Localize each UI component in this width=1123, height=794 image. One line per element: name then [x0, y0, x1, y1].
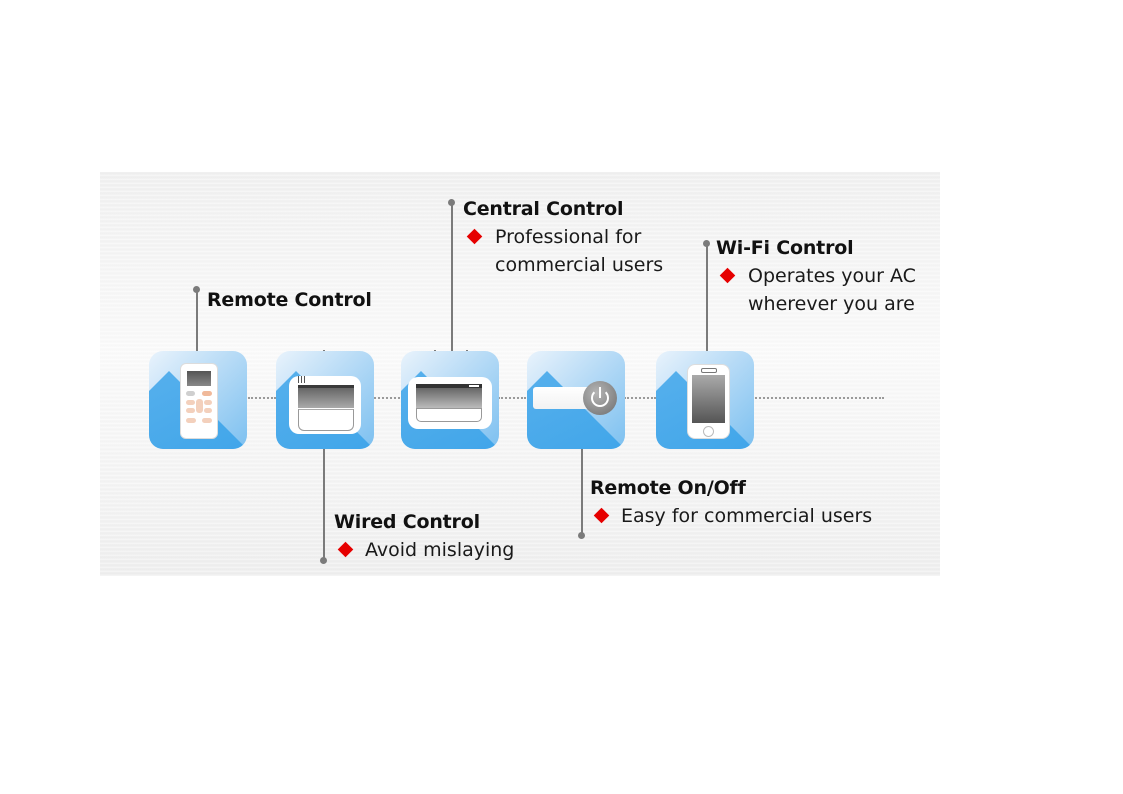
leader-line-wired — [323, 350, 325, 560]
central-control-label: Central Control — [463, 198, 624, 220]
connector-dots — [248, 397, 276, 399]
remote-onoff-bullet: Easy for commercial users — [621, 505, 873, 527]
leader-line-remote — [196, 290, 198, 352]
central-control-bullet-line2: commercial users — [495, 254, 664, 276]
ac-unit-bar — [533, 387, 599, 409]
leader-knob — [703, 240, 710, 247]
central-control-tile — [401, 351, 499, 449]
smartphone-icon — [687, 364, 730, 439]
connector-dots — [752, 397, 884, 399]
wired-control-tile — [276, 351, 374, 449]
diagram-panel — [100, 172, 940, 576]
connector-dots — [624, 397, 656, 399]
leader-knob — [578, 532, 585, 539]
leader-knob — [193, 286, 200, 293]
connector-dots — [498, 397, 526, 399]
remote-control-tile — [149, 351, 247, 449]
wired-controller-icon — [289, 376, 361, 434]
leader-line-onoff — [581, 445, 583, 535]
wired-control-bullet: Avoid mislaying — [365, 539, 515, 561]
remote-control-icon — [180, 363, 218, 439]
central-controller-icon — [408, 377, 492, 429]
central-control-bullet-line1: Professional for — [495, 226, 642, 248]
wired-control-label: Wired Control — [334, 511, 480, 533]
leader-knob — [448, 199, 455, 206]
wifi-control-tile — [656, 351, 754, 449]
wifi-control-bullet-line1: Operates your AC — [748, 265, 916, 287]
remote-control-label: Remote Control — [207, 289, 372, 311]
leader-line-central — [451, 203, 453, 381]
wifi-control-bullet-line2: wherever you are — [748, 293, 915, 315]
power-button-icon — [583, 381, 617, 415]
connector-dots — [374, 397, 400, 399]
wifi-control-label: Wi-Fi Control — [716, 237, 854, 259]
remote-onoff-label: Remote On/Off — [590, 477, 746, 499]
leader-line-wifi — [706, 244, 708, 352]
remote-onoff-tile — [527, 351, 625, 449]
leader-knob — [320, 557, 327, 564]
